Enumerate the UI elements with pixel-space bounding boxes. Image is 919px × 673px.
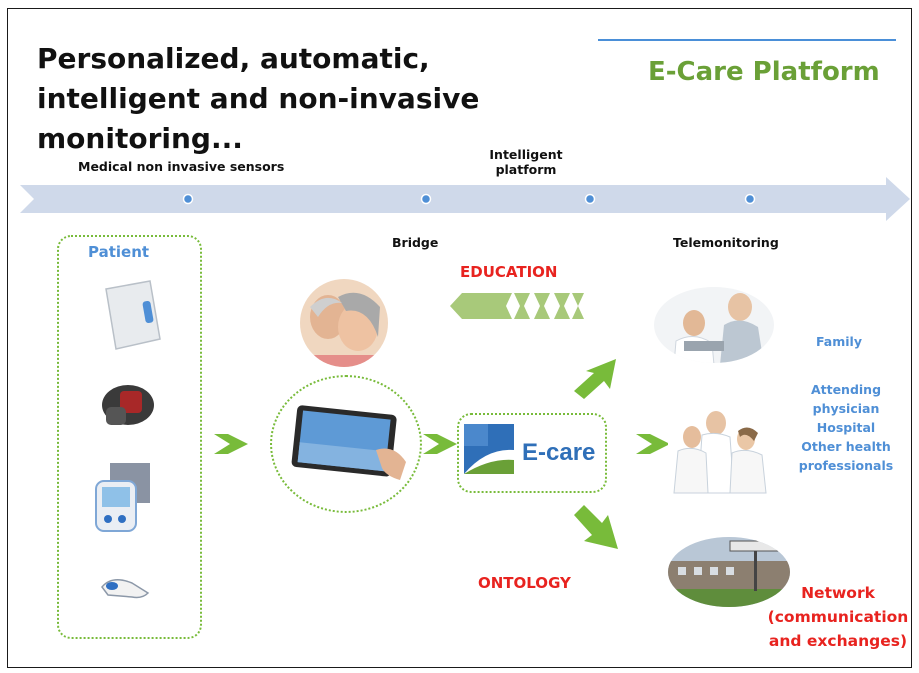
education-label: EDUCATION [460,263,558,281]
medical-team-photo [668,401,776,497]
patient-device-icon [105,280,161,350]
chevron-arrow-platform-to-team [636,434,670,454]
patient-label: Patient [88,243,150,261]
family-label: Family [816,334,862,349]
telemonitoring-label: Telemonitoring [673,235,779,250]
ecare-logo-text: E-care [522,439,596,466]
slide: Personalized, automatic, intelligent and… [7,8,912,668]
slide-title: Personalized, automatic, intelligent and… [37,42,480,155]
timeline-dot-platform [584,193,596,205]
doctor-patient-photo [654,287,774,363]
wrist-device-icon [102,385,154,425]
chevron-arrow-patient-to-bridge [214,434,248,454]
elderly-couple-photo [300,279,388,367]
network-label: Network (communication and exchanges) [767,584,909,650]
medical-recipients-label: Attending physician Hospital Other healt… [798,382,894,473]
arrow-down-to-hospital [574,505,618,549]
brand-title: E-Care Platform [648,57,880,87]
hospital-photo [668,537,790,607]
patient-box [57,235,202,639]
platform-label: Intelligent platform [489,147,563,177]
glucometer-icon [101,579,150,599]
bridge-label: Bridge [392,235,439,250]
timeline-arrow [20,177,910,221]
ontology-label: ONTOLOGY [478,574,571,592]
brand-underline [598,39,896,41]
sensors-label: Medical non invasive sensors [78,159,285,174]
tablet-icon [291,405,406,480]
ecare-logo [464,424,514,474]
education-arrow [450,293,584,319]
blood-pressure-monitor-icon [95,463,150,532]
timeline-dot-sensors [182,193,194,205]
tablet-circle [270,375,422,513]
timeline-dot-telemonitoring [744,193,756,205]
timeline-dot-bridge [420,193,432,205]
ecare-box [457,413,607,493]
arrow-up-to-doctor [574,359,616,399]
chevron-arrow-bridge-to-platform [423,434,457,454]
